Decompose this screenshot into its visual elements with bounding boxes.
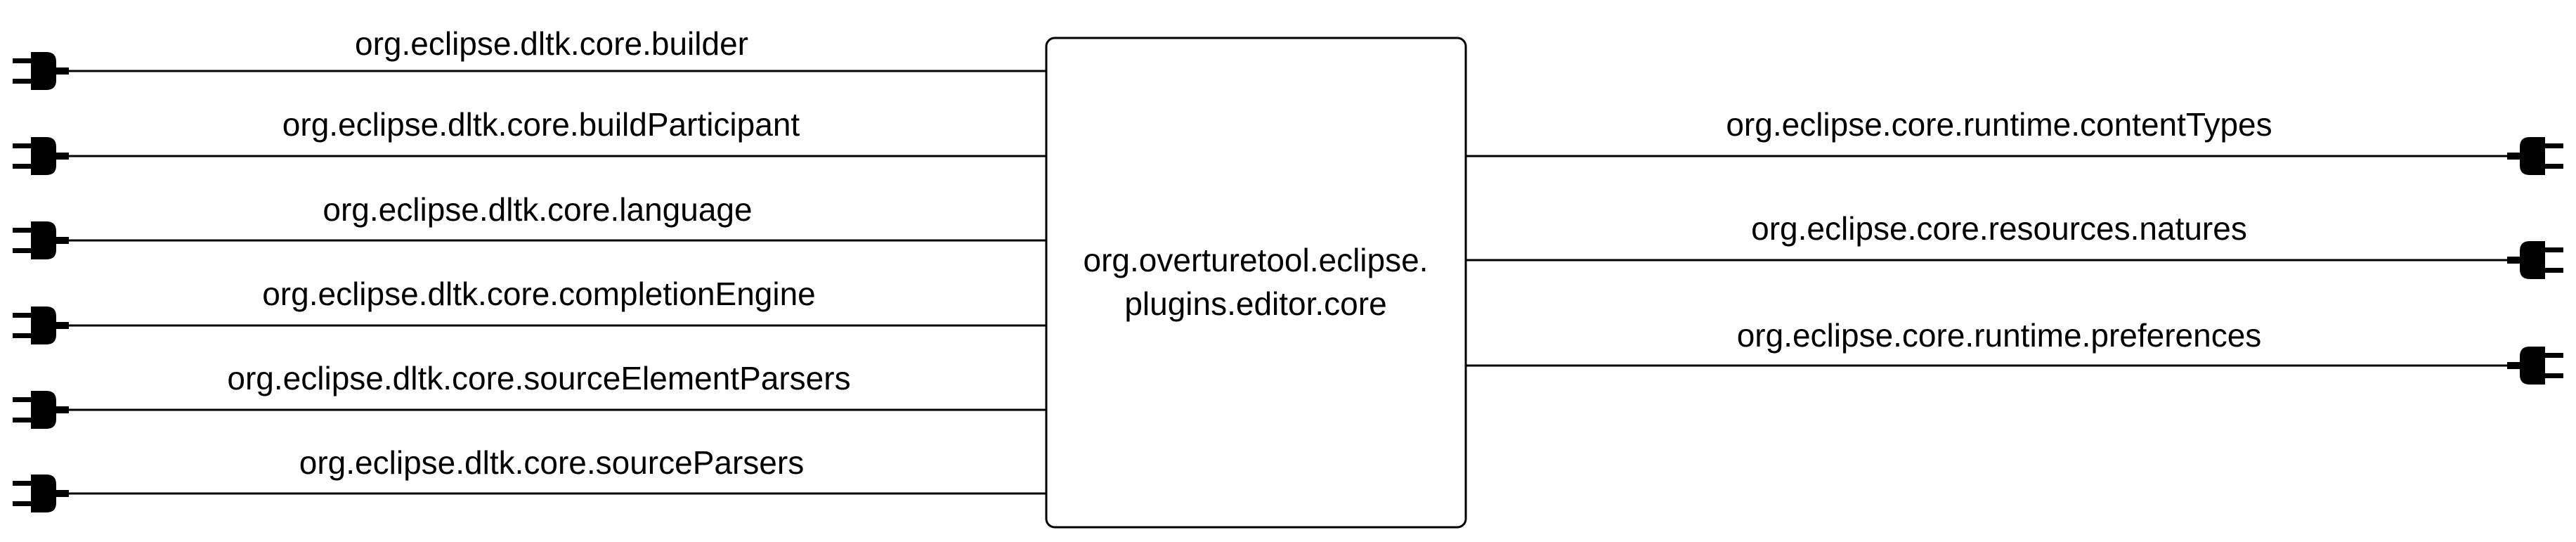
plug-icon: [13, 475, 69, 512]
connector-label: org.eclipse.dltk.core.builder: [355, 25, 748, 62]
component-name-line-1: org.overturetool.eclipse.: [1084, 242, 1429, 278]
plug-icon: [13, 137, 69, 175]
left-connector: org.eclipse.dltk.core.completionEngine: [13, 276, 1046, 344]
connector-label: org.eclipse.core.runtime.preferences: [1737, 317, 2262, 354]
plug-icon: [2507, 347, 2563, 385]
right-connector: org.eclipse.core.runtime.preferences: [1466, 317, 2563, 385]
plug-icon: [2507, 241, 2563, 279]
left-connector: org.eclipse.dltk.core.language: [13, 191, 1046, 259]
right-connectors: org.eclipse.core.runtime.contentTypes or…: [1466, 106, 2563, 385]
left-connectors: org.eclipse.dltk.core.builder org.eclips…: [13, 25, 1046, 512]
connector-label: org.eclipse.dltk.core.buildParticipant: [282, 106, 800, 143]
connector-label: org.eclipse.dltk.core.completionEngine: [262, 276, 816, 312]
left-connector: org.eclipse.dltk.core.buildParticipant: [13, 106, 1046, 175]
component-name-line-2: plugins.editor.core: [1124, 285, 1386, 322]
plug-icon: [2507, 137, 2563, 175]
plug-icon: [13, 221, 69, 259]
connector-label: org.eclipse.dltk.core.language: [323, 191, 752, 228]
plug-icon: [13, 307, 69, 344]
left-connector: org.eclipse.dltk.core.sourceParsers: [13, 444, 1046, 512]
connector-label: org.eclipse.dltk.core.sourceElementParse…: [227, 360, 850, 396]
connector-label: org.eclipse.dltk.core.sourceParsers: [299, 444, 804, 481]
right-connector: org.eclipse.core.runtime.contentTypes: [1466, 106, 2563, 175]
left-connector: org.eclipse.dltk.core.sourceElementParse…: [13, 360, 1046, 429]
left-connector: org.eclipse.dltk.core.builder: [13, 25, 1046, 90]
plug-icon: [13, 52, 69, 90]
plug-icon: [13, 391, 69, 429]
component-box: [1045, 37, 1467, 529]
connector-label: org.eclipse.core.runtime.contentTypes: [1726, 106, 2272, 143]
connector-label: org.eclipse.core.resources.natures: [1751, 210, 2247, 247]
right-connector: org.eclipse.core.resources.natures: [1466, 210, 2563, 279]
